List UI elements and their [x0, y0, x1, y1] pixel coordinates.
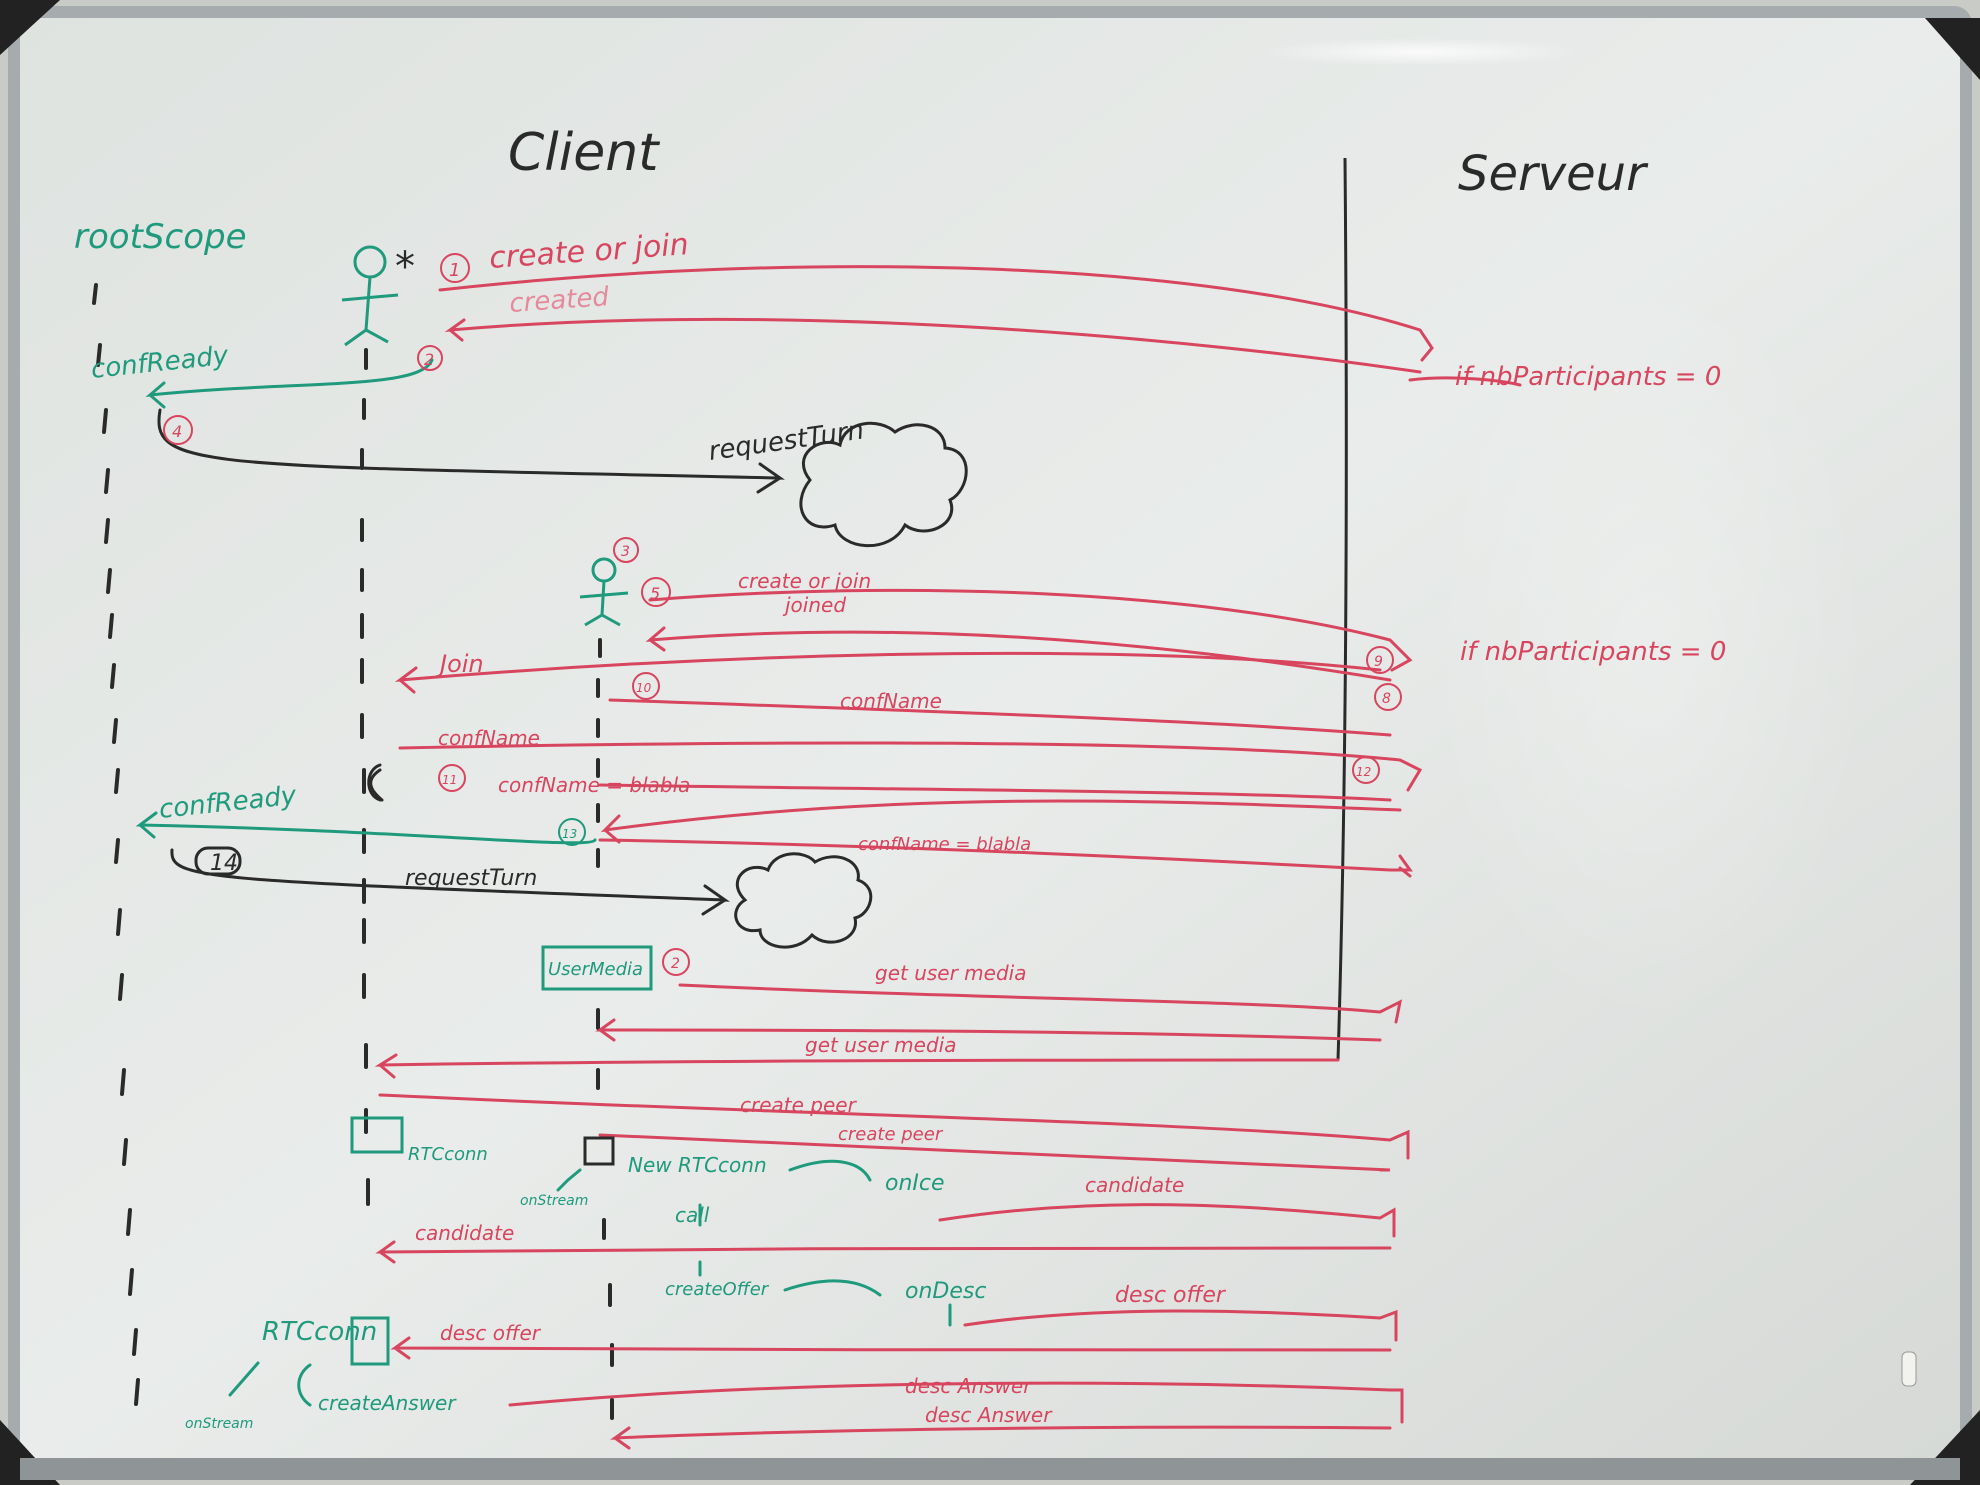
step-12: 12	[1356, 765, 1371, 779]
label-joined: joined	[782, 593, 846, 617]
step-13: 13	[562, 827, 577, 841]
label-create-peer-1: create peer	[740, 1093, 858, 1117]
cloud-2	[734, 852, 873, 949]
rootscope-lane-label: rootScope	[74, 217, 247, 257]
client-server-divider	[1336, 157, 1348, 1061]
rtc-box-right	[583, 1136, 615, 1166]
label-get-user-media-2: get user media	[805, 1033, 956, 1057]
label-if-participants-2: if nbParticipants = 0	[1460, 637, 1726, 667]
label-confname-2: confName	[438, 726, 540, 750]
label-create-or-join-2: create or join	[738, 569, 871, 593]
marker-tray	[20, 1458, 1960, 1480]
client-2-lifeline	[596, 638, 614, 1420]
label-candidate-2: candidate	[415, 1221, 514, 1245]
step-3: 3	[621, 544, 630, 560]
label-candidate-1: candidate	[1085, 1173, 1184, 1197]
corner-clip-tl	[0, 0, 60, 55]
label-on-stream-2: onStream	[185, 1416, 253, 1432]
rtc-box-bottom	[350, 1316, 390, 1366]
step-9: 9	[1374, 654, 1383, 670]
step-4a: 4	[172, 422, 182, 441]
label-desc-offer-2: desc offer	[440, 1321, 542, 1345]
board-magnet	[1901, 1351, 1917, 1387]
rootscope-lifeline	[92, 283, 140, 1406]
red-arrows	[374, 265, 1522, 1450]
step-14: 14	[210, 851, 238, 876]
label-user-media-box: UserMedia	[548, 959, 643, 980]
step-10: 10	[636, 681, 652, 695]
label-created: created	[508, 282, 610, 319]
label-confname-blabla-1: confName = blabla	[498, 773, 690, 797]
step-5: 5	[650, 584, 660, 603]
label-call: call	[675, 1203, 710, 1227]
step-8: 8	[1382, 691, 1391, 707]
actor-client-1-star: *	[395, 244, 415, 290]
green-arrows	[135, 358, 952, 1407]
label-desc-answer-1: desc Answer	[905, 1374, 1033, 1398]
column-client-label: Client	[508, 123, 660, 183]
label-desc-offer-1: desc offer	[1115, 1283, 1227, 1308]
label-desc-answer-2: desc Answer	[925, 1403, 1053, 1427]
label-get-user-media-1: get user media	[875, 961, 1026, 985]
label-on-stream-1: onStream	[520, 1193, 588, 1209]
label-create-peer-2: create peer	[838, 1124, 944, 1145]
label-rtc-conn-left: RTCconn	[408, 1144, 488, 1165]
label-create-answer: createAnswer	[318, 1391, 457, 1415]
label-on-ice: onIce	[885, 1171, 945, 1196]
label-if-participants-1: if nbParticipants = 0	[1455, 362, 1721, 392]
label-confname-1: confName	[840, 689, 942, 713]
cloud-1	[799, 421, 968, 548]
actor-client-1	[341, 245, 399, 347]
label-create-offer: createOffer	[665, 1279, 770, 1300]
label-rtc-conn-bottom: RTCconn	[262, 1317, 377, 1347]
label-new-rtc-conn: New RTCconn	[628, 1153, 767, 1177]
glare-top	[1260, 38, 1580, 66]
glare-right	[1430, 270, 1870, 1030]
diagram-labels: create or join created if nbParticipants…	[90, 227, 1727, 1432]
label-on-desc: onDesc	[905, 1279, 986, 1304]
step-2: 2	[424, 350, 434, 369]
actor-client-2	[579, 557, 629, 627]
rtc-box-left	[350, 1116, 404, 1154]
step-1: 1	[449, 260, 460, 281]
label-confname-blabla-2: confName = blabla	[858, 834, 1031, 855]
label-request-turn-2: requestTurn	[405, 866, 537, 891]
label-join: Join	[436, 650, 484, 678]
black-arrows	[157, 408, 785, 916]
corner-clip-tr	[1925, 18, 1980, 80]
user-media-box	[541, 945, 653, 991]
step-11: 11	[442, 773, 457, 787]
step-2b: 2	[671, 956, 680, 972]
column-server-label: Serveur	[1458, 146, 1649, 202]
step-markers: 1 2 4 3 5 9 8 10 11 13 14 12 2	[163, 253, 1402, 976]
